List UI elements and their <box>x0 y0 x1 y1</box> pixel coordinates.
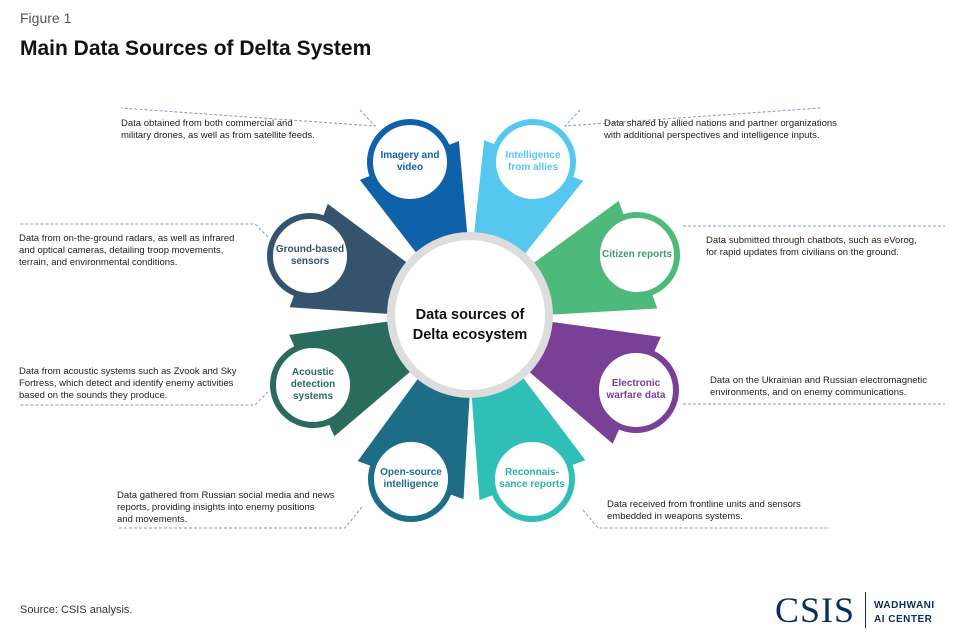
wadhwani-logo-text: WADHWANI AI CENTER <box>874 599 935 627</box>
node-label-line: intelligence <box>383 479 439 490</box>
description-line: Data submitted through chatbots, such as… <box>706 235 917 246</box>
node-label-line: Open-source <box>380 467 442 478</box>
description-citizen: Data submitted through chatbots, such as… <box>706 235 917 259</box>
description-line: Data from acoustic systems such as Zvook… <box>19 366 237 377</box>
connector-osint <box>117 506 363 529</box>
node-label-line: Ground-based <box>275 244 345 255</box>
description-ground: Data from on-the-ground radars, as well … <box>19 233 234 269</box>
node-label-recon: Reconnais-sance reports <box>489 467 575 491</box>
description-line: Data gathered from Russian social media … <box>117 490 335 501</box>
node-label-line: sance reports <box>499 479 565 490</box>
node-label-line: video <box>396 162 424 173</box>
page-title: Main Data Sources of Delta System <box>20 37 372 60</box>
description-line: Fortress, which detect and identify enem… <box>19 378 234 389</box>
description-line: with additional perspectives and intelli… <box>604 130 820 141</box>
connector-recon <box>582 509 830 529</box>
connector-ground <box>19 223 269 238</box>
csis-logo: CSIS <box>775 590 856 630</box>
description-line: military drones, as well as from satelli… <box>121 130 315 141</box>
node-ring-osint <box>368 436 454 522</box>
description-line: terrain, and environmental conditions. <box>19 257 178 268</box>
connector-acoustic <box>19 391 269 406</box>
figure-label: Figure 1 <box>20 10 72 26</box>
node-label-line: sensors <box>290 256 330 267</box>
description-line: Data on the Ukrainian and Russian electr… <box>710 375 928 386</box>
node-label-line: systems <box>292 391 334 402</box>
node-label-line: Citizen reports <box>601 249 672 260</box>
node-label-line: Reconnais- <box>505 467 559 478</box>
node-label-line: warfare data <box>606 390 666 401</box>
description-recon: Data received from frontline units and s… <box>607 499 801 523</box>
node-ring-ew <box>593 347 679 433</box>
description-line: reports, providing insights into enemy p… <box>117 502 315 513</box>
description-osint: Data gathered from Russian social media … <box>117 490 335 526</box>
node-label-line: Electronic <box>611 378 661 389</box>
description-line: and optical cameras, detailing troop mov… <box>19 245 224 256</box>
node-ring-acoustic <box>270 342 356 428</box>
description-line: and movements. <box>117 514 188 525</box>
node-ring-ground <box>267 213 353 299</box>
description-ew: Data on the Ukrainian and Russian electr… <box>710 375 927 399</box>
center-ring <box>387 232 553 398</box>
logo-sub-line1: WADHWANI <box>874 600 935 611</box>
description-allies: Data shared by allied nations and partne… <box>604 118 837 142</box>
node-ring-recon <box>489 436 575 522</box>
description-line: Data received from frontline units and s… <box>607 499 801 510</box>
description-acoustic: Data from acoustic systems such as Zvook… <box>19 366 237 402</box>
description-line: embedded in weapons systems. <box>607 511 743 522</box>
connector-allies <box>563 107 821 127</box>
node-label-line: from allies <box>507 162 559 173</box>
description-line: based on the sounds they produce. <box>19 390 168 401</box>
node-label-citizen: Citizen reports <box>594 249 680 261</box>
description-line: environments, and on enemy communication… <box>710 387 907 398</box>
connector-imagery <box>120 107 377 127</box>
logo-sub-line2: AI CENTER <box>874 614 933 625</box>
description-line: for rapid updates from civilians on the … <box>706 247 899 258</box>
center-label-line1: Data sources of <box>415 307 525 323</box>
node-label-line: Acoustic <box>291 367 335 378</box>
source-note: Source: CSIS analysis. <box>20 604 133 616</box>
description-line: Data obtained from both commercial and <box>121 118 293 129</box>
center-label-line2: Delta ecosystem <box>412 327 528 343</box>
node-label-line: Imagery and <box>380 150 440 161</box>
node-ring-citizen <box>594 212 680 298</box>
description-line: Data shared by allied nations and partne… <box>604 118 837 129</box>
node-ring-allies <box>490 119 576 205</box>
center-label: Data sources of Delta ecosystem <box>400 305 540 345</box>
node-ring-imagery <box>367 119 453 205</box>
logo-divider <box>865 592 866 628</box>
node-label-line: detection <box>290 379 336 390</box>
description-line: Data from on-the-ground radars, as well … <box>19 233 235 244</box>
node-label-line: Intelligence <box>505 150 561 161</box>
